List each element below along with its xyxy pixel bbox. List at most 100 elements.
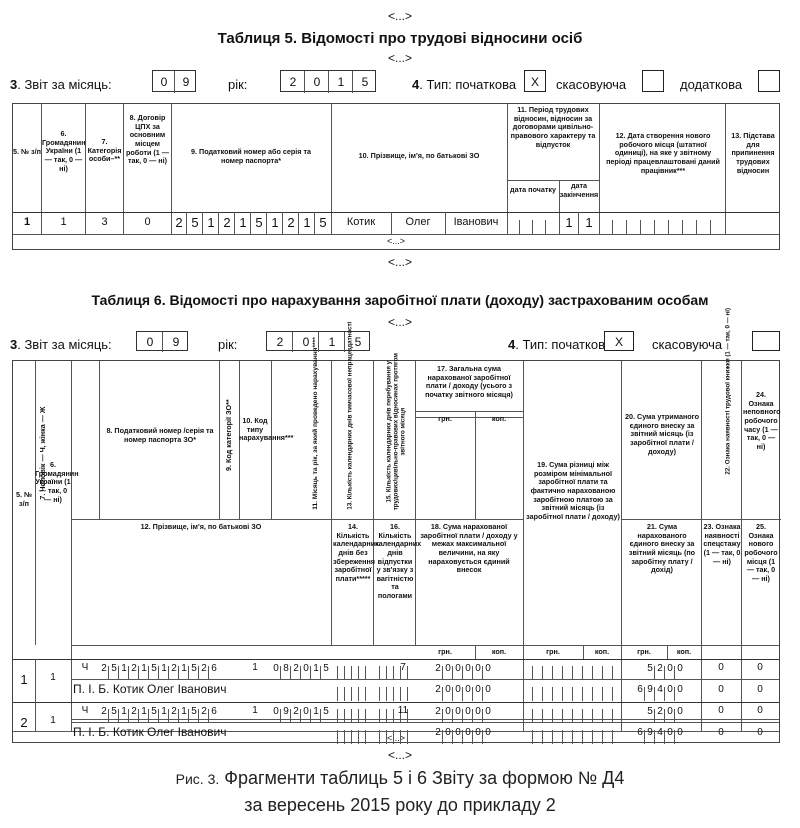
t6-row-f25: 0 <box>757 684 763 695</box>
t6-col20-header: 20. Сума утриманого єдиного внеску за зв… <box>625 412 699 456</box>
digit-cell: 0 <box>465 663 471 674</box>
digit-cell: 1 <box>303 215 311 230</box>
t5-row-citizen: 1 <box>60 216 67 228</box>
digit-cell: 5 <box>111 706 117 717</box>
t6-col6-header: 6. Громадянин України (1 — так, 0 — ні) <box>35 460 79 504</box>
t5-col8-header: 8. Договір ЦПХ за основним місцем роботи… <box>126 113 169 166</box>
t6-row-f23: 0 <box>718 727 724 738</box>
digit-cell: 5 <box>111 663 117 674</box>
digit-cell: 1 <box>337 75 345 89</box>
digit-cell: 2 <box>293 706 299 717</box>
t6-grn-label: грн. <box>438 647 452 656</box>
t5-type-cancel-checkbox[interactable] <box>642 70 664 92</box>
t6-row-f25: 0 <box>757 727 763 738</box>
digit-cell: 0 <box>455 706 461 717</box>
t5-row-category: 3 <box>101 216 108 228</box>
t6-row-sex: Ч <box>81 705 89 716</box>
digit-cell: 1 <box>585 215 593 230</box>
t5-add-label: додаткова <box>680 77 743 92</box>
digit-cell: 2 <box>101 663 107 674</box>
digit-cell: 1 <box>181 663 187 674</box>
ellipsis: <...> <box>387 255 413 269</box>
digit-cell: 1 <box>121 706 127 717</box>
t6-row-fio: П. І. Б. Котик Олег Іванович <box>73 682 227 696</box>
digit-cell: 2 <box>435 706 441 717</box>
digit-cell: 8 <box>283 663 289 674</box>
t6-col13-header: 13. Кількість календарних днів тимчасово… <box>346 321 354 510</box>
t6-row-days: 7 <box>400 662 406 673</box>
t6-row-number: 2 <box>20 715 28 730</box>
ellipsis: <...> <box>387 748 413 762</box>
t6-type-label: 4. Тип: початкова <box>508 337 613 352</box>
table5: 5. № з/п 6. Громадянин України (1 — так,… <box>12 103 780 250</box>
digit-cell: 6 <box>211 706 217 717</box>
digit-cell: 0 <box>313 75 321 89</box>
digit-cell: 0 <box>485 663 491 674</box>
t5-cancel-label: скасовуюча <box>556 77 627 92</box>
ellipsis: <...> <box>387 51 413 65</box>
digit-cell: 0 <box>677 663 683 674</box>
digit-cell: 2 <box>276 335 284 349</box>
digit-cell: 2 <box>101 706 107 717</box>
digit-cell: 0 <box>445 727 451 738</box>
digit-cell: 1 <box>328 335 336 349</box>
t5-type-initial-checkbox[interactable]: X <box>524 70 546 92</box>
t6-col19-header: 19. Сума різниці між розміром мінімально… <box>526 460 620 521</box>
digit-cell: 0 <box>667 663 673 674</box>
digit-cell: 4 <box>657 727 663 738</box>
digit-cell: 5 <box>255 215 263 230</box>
digit-cell: 2 <box>175 215 183 230</box>
t6-cancel-label: скасовуюча <box>652 337 723 352</box>
t6-col21-header: 21. Сума нарахованого єдиного внеску за … <box>628 522 696 575</box>
t6-row-f24: 0 <box>757 705 763 716</box>
t5-col10-header: 10. Прізвище, ім'я, по батькові ЗО <box>358 151 480 160</box>
digit-cell: 2 <box>657 706 663 717</box>
t5-col11a-header: дата початку <box>510 185 556 194</box>
t6-col15-header: 15. Кількість календарних днів перебуван… <box>385 353 407 511</box>
t5-col5-header: 5. № з/п <box>13 147 41 156</box>
digit-cell: 1 <box>121 663 127 674</box>
digit-cell: 0 <box>667 684 673 695</box>
ellipsis-top: <...> <box>387 9 413 23</box>
digit-cell: 6 <box>637 684 643 695</box>
t6-col24-header: 24. Ознака неповного робочого часу (1 — … <box>743 390 781 451</box>
digit-cell: 2 <box>293 663 299 674</box>
digit-cell: 0 <box>302 335 310 349</box>
t6-grn-label: грн. <box>546 647 560 656</box>
digit-cell: 1 <box>271 215 279 230</box>
digit-cell: 2 <box>131 663 137 674</box>
t6-col14-header: 14. Кількість календарних днів без збере… <box>333 522 380 583</box>
t6-row-code-type: 1 <box>252 705 258 716</box>
t5-col11-header: 11. Період трудових відносин, відносин з… <box>510 105 596 149</box>
t6-col22-header: 22. Ознака наявності трудової книжки (1 … <box>724 307 732 475</box>
t6-col17-header: 17. Загальна сума нарахованої заробітної… <box>425 364 513 399</box>
t6-kop-label: коп. <box>491 647 507 656</box>
digit-cell: 0 <box>273 706 279 717</box>
digit-cell: 6 <box>211 663 217 674</box>
ellipsis: <...> <box>386 236 405 246</box>
digit-cell: 0 <box>455 727 461 738</box>
t6-month-label: 3. Звіт за місяць: <box>10 337 112 352</box>
digit-cell: 5 <box>647 706 653 717</box>
digit-cell: 9 <box>172 335 180 349</box>
digit-cell: 0 <box>677 684 683 695</box>
digit-cell: 9 <box>647 684 653 695</box>
t6-type-initial-checkbox[interactable]: X <box>604 331 634 351</box>
digit-cell: 9 <box>182 75 190 89</box>
digit-cell: 0 <box>485 727 491 738</box>
t5-row-patronymic: Іванович <box>453 216 499 228</box>
t6-row-code-type: 1 <box>252 662 258 673</box>
digit-cell: 2 <box>435 727 441 738</box>
t6-type-cancel-checkbox[interactable] <box>752 331 780 351</box>
t5-col13-header: 13. Підстава для припинення трудових від… <box>731 131 775 175</box>
digit-cell: 1 <box>313 663 319 674</box>
digit-cell: 0 <box>475 684 481 695</box>
t5-type-add-checkbox[interactable] <box>758 70 780 92</box>
digit-cell: 2 <box>171 706 177 717</box>
digit-cell: 0 <box>667 727 673 738</box>
digit-cell: 1 <box>141 706 147 717</box>
digit-cell: 2 <box>435 663 441 674</box>
t5-col9-header: 9. Податковий номер або серія та номер п… <box>191 147 311 165</box>
digit-cell: 0 <box>445 663 451 674</box>
t6-kop-label: коп. <box>594 647 610 656</box>
